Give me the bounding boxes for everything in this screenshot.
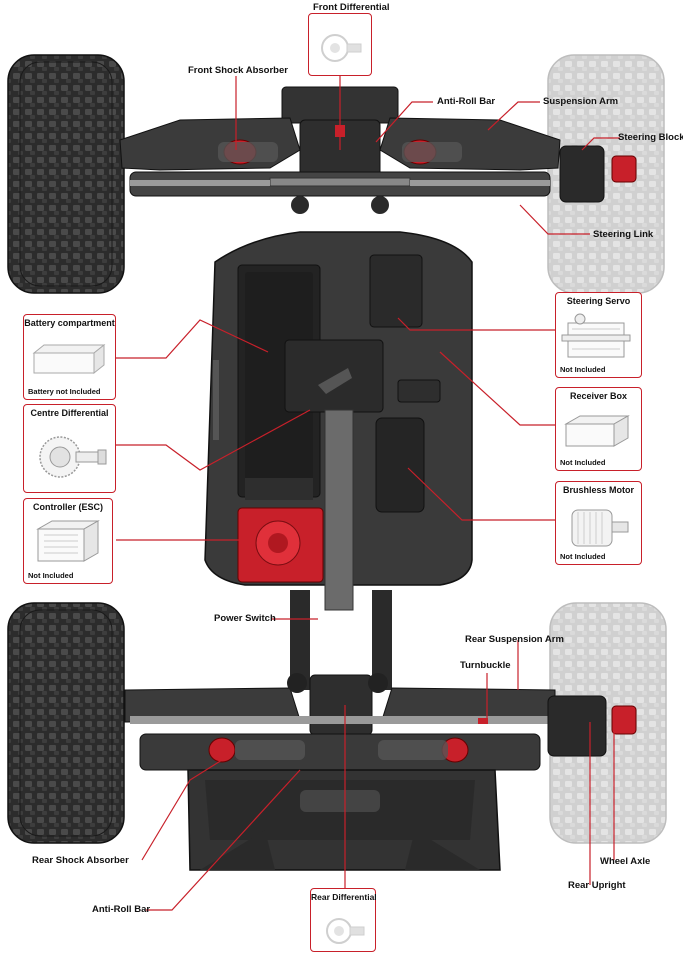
rear-differential-title: Rear Differential [311,892,377,902]
centre-differential-title: Centre Differential [30,408,109,418]
brushless-motor-box: Brushless Motor Not Included [555,481,642,565]
leader-lines [116,75,620,911]
label-front-differential: Front Differential [313,2,390,13]
brushless-motor-note: Not Included [560,552,606,561]
label-power-switch: Power Switch [214,613,276,624]
steering-servo-box: Steering Servo Not Included [555,292,642,378]
rear-left-wheel [7,602,125,844]
label-suspension-arm: Suspension Arm [543,96,619,107]
esc-title: Controller (ESC) [32,502,103,512]
label-steering-link: Steering Link [593,229,654,240]
receiver-box-box: Receiver Box Not Included [555,387,642,471]
front-suspension [119,86,637,214]
rear-differential-icon [326,918,365,944]
label-turnbuckle: Turnbuckle [460,660,511,671]
battery-compartment-title: Battery compartment [24,318,115,328]
brushless-motor-title: Brushless Motor [562,485,634,495]
esc-icon [36,520,100,562]
battery-note: Battery not Included [28,387,101,396]
esc-note: Not Included [28,571,74,580]
receiver-icon [564,415,630,447]
label-anti-roll-bar-front: Anti-Roll Bar [437,96,496,107]
steering-servo-title: Steering Servo [566,296,631,306]
main-chassis [204,231,473,611]
centre-differential-icon [39,436,107,478]
front-differential-icon [321,34,362,62]
receiver-box-note: Not Included [560,458,606,467]
steering-servo-note: Not Included [560,365,606,374]
centre-differential-box: Centre Differential [23,404,116,493]
rear-suspension [124,590,637,871]
label-wheel-axle: Wheel Axle [600,856,651,867]
label-rear-upright: Rear Upright [568,880,626,891]
receiver-box-title: Receiver Box [569,391,628,401]
label-rear-suspension-arm: Rear Suspension Arm [465,634,564,645]
servo-icon [561,313,631,358]
battery-icon [32,343,106,375]
label-front-shock-absorber: Front Shock Absorber [188,65,288,76]
battery-compartment-box: Battery compartment Battery not Included [23,314,116,400]
front-differential-thumb [308,13,372,76]
label-rear-shock-absorber: Rear Shock Absorber [32,855,129,866]
label-steering-block: Steering Block [618,132,683,143]
motor-icon [571,509,629,547]
esc-box: Controller (ESC) Not Included [23,498,113,584]
label-anti-roll-bar-rear: Anti-Roll Bar [92,904,151,915]
rear-differential-thumb: Rear Differential [310,888,377,952]
front-left-wheel [7,54,125,294]
